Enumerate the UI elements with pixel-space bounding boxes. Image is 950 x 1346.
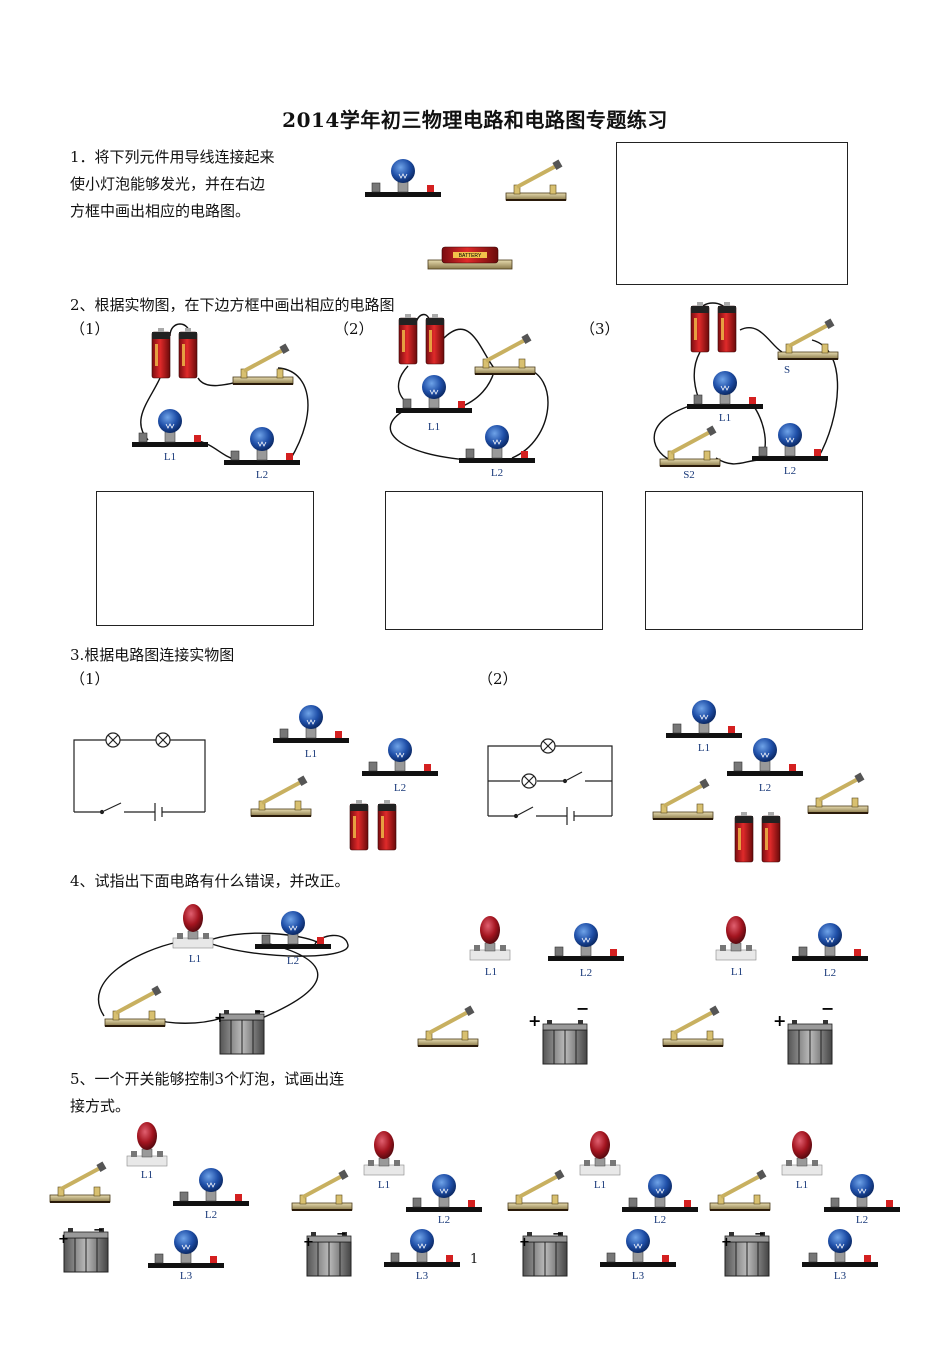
label-L2: L2 — [654, 1214, 666, 1226]
q1-bulb — [364, 158, 442, 198]
q3-1-schematic — [73, 739, 206, 821]
label-L1: L1 — [378, 1179, 390, 1191]
label-L3: L3 — [416, 1270, 429, 1282]
label-L1: L1 — [796, 1179, 808, 1191]
label-L1: L1 — [594, 1179, 606, 1191]
q2-2-circuit: L1 L2 — [389, 313, 549, 479]
q3-2-lamp-symbol — [521, 773, 537, 789]
q2-part-label: （3） — [580, 320, 620, 338]
label-L1: L1 — [719, 412, 731, 424]
q3-2-components: L1 L2 — [651, 699, 870, 863]
q2-answer-box-2[interactable] — [385, 491, 603, 630]
q1-line: 使小灯泡能够发光，并在右边 — [70, 175, 266, 193]
q3-1-lamp-symbol — [155, 732, 171, 748]
label-L2: L2 — [824, 967, 836, 979]
plus-sign: + — [303, 1235, 314, 1250]
q5-set-4: L1 L2 + − L3 — [708, 1130, 901, 1282]
label-L1: L1 — [164, 451, 176, 463]
label-L1: L1 — [141, 1169, 153, 1181]
q4-correction-set-a: L1 L2 + − — [416, 915, 625, 1065]
q1-answer-box[interactable] — [616, 142, 848, 285]
label-L2: L2 — [438, 1214, 450, 1226]
q4-text: 4、试指出下面电路有什么错误，并改正。 — [70, 872, 350, 890]
q3-1-lamp-symbol — [105, 732, 121, 748]
minus-sign: − — [254, 1004, 266, 1020]
page-number: 1 — [470, 1252, 479, 1267]
label-L2: L2 — [759, 782, 771, 794]
label-L2: L2 — [287, 955, 299, 967]
minus-sign: − — [576, 999, 589, 1018]
q5-text: 5、一个开关能够控制3个灯泡，试画出连 接方式。 — [70, 1066, 344, 1120]
q1-line: 1．将下列元件用导线连接起来 — [70, 148, 275, 166]
plus-sign: + — [214, 1010, 226, 1026]
q2-part-label: （1） — [70, 320, 110, 338]
label-L2: L2 — [394, 782, 406, 794]
label-L2: L2 — [205, 1209, 217, 1221]
label-L2: L2 — [256, 469, 268, 481]
q4-wrong-circuit: L1 L2 + − — [97, 903, 349, 1055]
q1-text: 1．将下列元件用导线连接起来 使小灯泡能够发光，并在右边 方框中画出相应的电路图… — [70, 144, 275, 225]
q3-text: 3.根据电路图连接实物图 — [70, 646, 235, 664]
label-S: S — [784, 364, 790, 376]
label-L1: L1 — [731, 966, 743, 978]
plus-sign: + — [528, 1011, 541, 1030]
minus-sign: − — [821, 999, 834, 1018]
q3-2-lamp-symbol — [540, 738, 556, 754]
q2-1-circuit: L1 L2 — [131, 323, 309, 481]
minus-sign: − — [552, 1227, 563, 1242]
q3-part-label: （2） — [478, 670, 518, 688]
plus-sign: + — [519, 1235, 530, 1250]
q5-line: 接方式。 — [70, 1097, 131, 1115]
label-L2: L2 — [580, 967, 592, 979]
label-L3: L3 — [180, 1270, 193, 1282]
minus-sign: − — [336, 1227, 347, 1242]
label-L1: L1 — [189, 953, 201, 965]
q1-battery: BATTERY — [427, 246, 513, 270]
label-L1: L1 — [305, 748, 317, 760]
q3-part-label: （1） — [70, 670, 110, 688]
battery-label: BATTERY — [459, 253, 482, 259]
q5-set-3: L1 L2 + − L3 — [506, 1130, 699, 1282]
q4-correction-set-b: L1 L2 + − — [661, 915, 869, 1065]
page-title: 2014学年初三物理电路和电路图专题练习 — [282, 108, 668, 132]
minus-sign: − — [93, 1223, 104, 1238]
plus-sign: + — [773, 1011, 786, 1030]
q5-set-1: L1 L2 + − L3 — [48, 1121, 250, 1282]
plus-sign: + — [58, 1232, 69, 1247]
label-L1: L1 — [485, 966, 497, 978]
q1-line: 方框中画出相应的电路图。 — [70, 202, 251, 220]
plus-sign: + — [721, 1235, 732, 1250]
q2-answer-box-1[interactable] — [96, 491, 314, 626]
q2-part-label: （2） — [334, 320, 374, 338]
label-L2: L2 — [491, 467, 503, 479]
label-S2: S2 — [683, 469, 695, 481]
q2-3-circuit: S L1 S2 L2 — [653, 301, 840, 481]
minus-sign: − — [754, 1227, 765, 1242]
q5-line: 5、一个开关能够控制3个灯泡，试画出连 — [70, 1070, 345, 1088]
label-L1: L1 — [698, 742, 710, 754]
q3-1-components: L1 L2 — [249, 704, 439, 851]
label-L3: L3 — [834, 1270, 847, 1282]
label-L3: L3 — [632, 1270, 645, 1282]
q3-2-schematic — [487, 745, 613, 825]
label-L2: L2 — [784, 465, 796, 477]
q5-set-2: L1 L2 + − L3 — [290, 1130, 483, 1282]
label-L1: L1 — [428, 421, 440, 433]
label-L2: L2 — [856, 1214, 868, 1226]
q1-switch — [504, 157, 568, 203]
q2-answer-box-3[interactable] — [645, 491, 863, 630]
q2-text: 2、根据实物图，在下边方框中画出相应的电路图 — [70, 296, 395, 314]
